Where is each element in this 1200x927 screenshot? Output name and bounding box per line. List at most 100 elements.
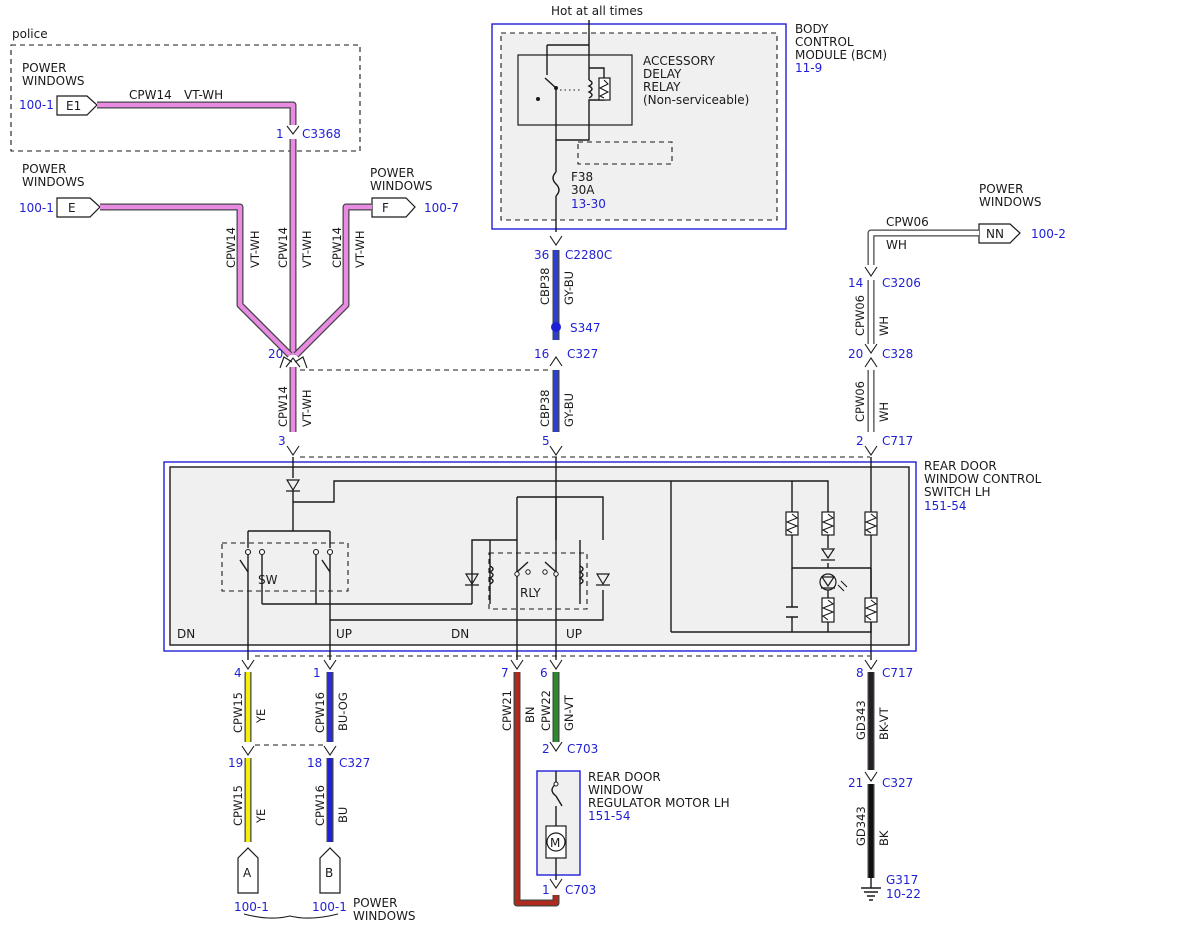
pin1-arrow [323, 659, 337, 670]
c327-b-label[interactable]: C327 [339, 756, 370, 770]
cpw16-a-label: CPW16 [313, 692, 327, 733]
wh-wire-top [868, 230, 979, 265]
dn-left-label: DN [177, 627, 195, 641]
vtwh-wire-e [100, 204, 292, 357]
v-cpw14-b: CPW14 [276, 227, 290, 268]
relay-resistor-zigzag [598, 79, 610, 99]
pin7-arrow [510, 659, 524, 670]
c328-label[interactable]: C328 [882, 347, 913, 361]
c3206-label[interactable]: C3206 [882, 276, 921, 290]
c328-arrow [864, 343, 878, 354]
led-ring-icon [819, 573, 837, 591]
motor-icon [546, 832, 566, 852]
c703-b-label[interactable]: C703 [565, 883, 596, 897]
rly-contact-c [542, 569, 548, 575]
bracket-brace [243, 913, 339, 919]
ye-b-label: YE [254, 809, 268, 824]
c703-pin2-arrow [549, 741, 563, 752]
c3368-label[interactable]: C3368 [302, 127, 341, 141]
pin7: 7 [501, 666, 509, 680]
splice-pin20: 20 [268, 347, 283, 361]
c2280c-label[interactable]: C2280C [565, 248, 612, 262]
c717-a-label[interactable]: C717 [882, 434, 913, 448]
pw-e-connector-tag [56, 197, 101, 218]
switch-ref[interactable]: 151-54 [924, 499, 967, 513]
c3368-pin: 1 [276, 127, 284, 141]
g317-ref[interactable]: 10-22 [886, 887, 921, 901]
resistor-group [785, 511, 878, 623]
pw-f-ref[interactable]: 100-7 [424, 201, 459, 215]
s347-splice-dot [551, 322, 561, 332]
rly-contact-a [514, 571, 520, 577]
v-cpw14-a: CPW14 [224, 227, 238, 268]
vtwh-wire-f [294, 204, 372, 357]
c328-lower-arrow [864, 357, 878, 368]
bn-label: BN [523, 707, 537, 724]
c703-a-label[interactable]: C703 [567, 742, 598, 756]
relay-contact-dot-2 [554, 86, 558, 90]
rly-coil-left-icon [488, 565, 494, 585]
motor-m: M [550, 836, 560, 850]
cbp38-a-label: CBP38 [538, 268, 552, 306]
c327-pin16-arrow [549, 356, 563, 367]
motor-ref[interactable]: 151-54 [588, 809, 631, 823]
s347-label[interactable]: S347 [570, 321, 601, 335]
gybu-b-label: GY-BU [562, 393, 576, 427]
g317-label[interactable]: G317 [886, 873, 918, 887]
motor-module-outline[interactable] [536, 770, 581, 876]
pin4: 4 [234, 666, 242, 680]
pin6-arrow [549, 659, 563, 670]
cpw06-b-label: CPW06 [853, 381, 867, 422]
ref-b[interactable]: 100-1 [312, 900, 347, 914]
pin8-arrow [864, 659, 878, 670]
sw-pin3: 3 [278, 434, 286, 448]
police-label: police [12, 27, 48, 41]
gd343-b-label: GD343 [854, 806, 868, 846]
diode-right-icon [595, 573, 611, 586]
cpw14-mid-label: CPW14 [276, 386, 290, 427]
c717-b-label[interactable]: C717 [882, 666, 913, 680]
relay-switch-contact [544, 77, 557, 89]
wh-b-label: WH [877, 402, 891, 422]
motor-breaker-dot [553, 781, 559, 787]
cpw15-b-label: CPW15 [231, 785, 245, 826]
vtwh-wire-e1-outline [97, 101, 297, 125]
tag-b-connector [319, 847, 341, 894]
vtwh-mid-label: VT-WH [300, 389, 314, 427]
vtwh-top-label: VT-WH [184, 88, 223, 102]
cpw06-top-label: CPW06 [886, 215, 929, 229]
gd343-a-label: GD343 [854, 700, 868, 740]
police-option-box [10, 44, 361, 152]
pin19: 19 [228, 756, 243, 770]
pw-e-ref[interactable]: 100-1 [19, 201, 54, 215]
bk-label: BK [877, 830, 891, 846]
gybu-a-label: GY-BU [562, 271, 576, 305]
sw-pin2-arrow [864, 445, 878, 456]
c327-a-label[interactable]: C327 [567, 347, 598, 361]
bcm-ref[interactable]: 11-9 [795, 61, 822, 75]
c327-c-label[interactable]: C327 [882, 776, 913, 790]
switch-module-inner [169, 466, 910, 646]
fuse-icon [552, 171, 560, 197]
rly-contact-b [525, 569, 531, 575]
sw-pin2: 2 [856, 434, 864, 448]
pin19-arrow [241, 745, 255, 756]
v-cpw14-c: CPW14 [330, 227, 344, 268]
led-rays-icon [837, 580, 848, 592]
sw-pin5: 5 [542, 434, 550, 448]
relay-dashed-option [577, 141, 673, 165]
cpw15-a-label: CPW15 [231, 692, 245, 733]
pin4-arrow [241, 659, 255, 670]
rly-contact-d [553, 571, 559, 577]
ref-a[interactable]: 100-1 [234, 900, 269, 914]
pw-nn-ref[interactable]: 100-2 [1031, 227, 1066, 241]
fuse-ref[interactable]: 13-30 [571, 197, 606, 211]
cpw06-a-label: CPW06 [853, 295, 867, 336]
sw-label: SW [258, 573, 278, 587]
rly-label: RLY [520, 586, 541, 600]
pw-e1-ref[interactable]: 100-1 [19, 98, 54, 112]
cpw22-label: CPW22 [539, 690, 553, 731]
